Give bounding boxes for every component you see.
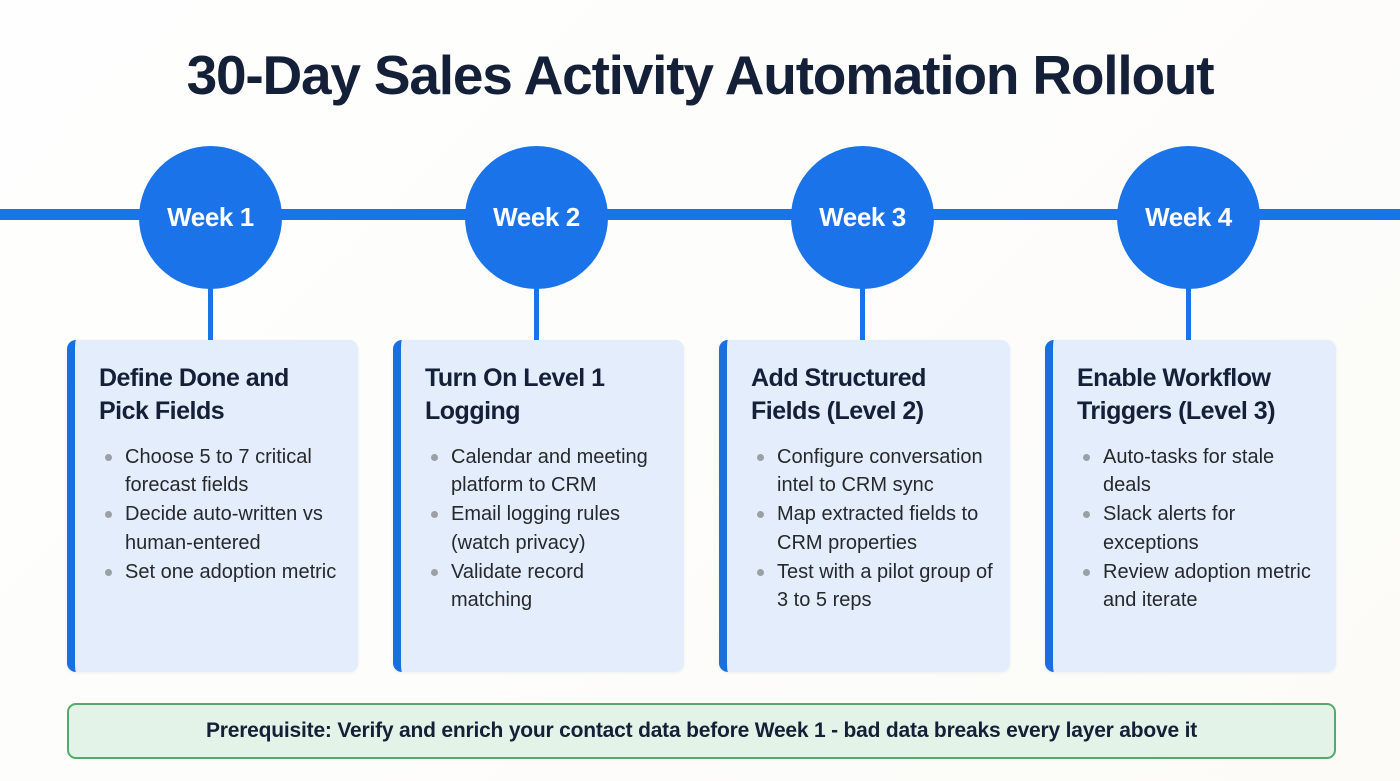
timeline-node-label: Week 3 — [819, 202, 906, 232]
list-item-label: Calendar and meeting platform to CRM — [451, 445, 648, 496]
week-card-bullet-list: Choose 5 to 7 critical forecast fields D… — [99, 443, 342, 587]
list-item-label: Set one adoption metric — [125, 561, 337, 584]
bullet-dot-icon — [431, 453, 438, 461]
bullet-dot-icon — [431, 569, 438, 577]
bullet-dot-icon — [757, 569, 764, 577]
list-item: Configure conversation intel to CRM sync — [751, 443, 994, 500]
timeline-node-week-4[interactable]: Week 4 — [1117, 146, 1260, 289]
week-card-3[interactable]: Add Structured Fields (Level 2) Configur… — [719, 340, 1010, 672]
week-card-title: Define Done and Pick Fields — [99, 364, 289, 426]
list-item: Validate record matching — [425, 558, 668, 615]
list-item-label: Choose 5 to 7 critical forecast fields — [125, 445, 312, 496]
timeline-node-week-3[interactable]: Week 3 — [791, 146, 934, 289]
list-item: Set one adoption metric — [99, 558, 342, 586]
timeline-node-label: Week 4 — [1145, 202, 1232, 232]
bullet-dot-icon — [1083, 569, 1090, 577]
week-card-2[interactable]: Turn On Level 1 Logging Calendar and mee… — [393, 340, 684, 672]
list-item: Slack alerts for exceptions — [1077, 500, 1320, 557]
page-title: 30-Day Sales Activity Automation Rollout — [186, 44, 1215, 106]
week-card-title: Turn On Level 1 Logging — [425, 364, 605, 426]
list-item-label: Email logging rules (watch privacy) — [451, 503, 620, 554]
bullet-dot-icon — [105, 511, 112, 519]
connector-stem-week-4 — [1186, 286, 1191, 342]
list-item-label: Decide auto-written vs human-entered — [125, 503, 323, 554]
list-item: Auto-tasks for stale deals — [1077, 443, 1320, 500]
list-item: Calendar and meeting platform to CRM — [425, 443, 668, 500]
connector-stem-week-3 — [860, 286, 865, 342]
list-item-label: Slack alerts for exceptions — [1103, 503, 1236, 554]
timeline-node-label: Week 1 — [167, 202, 254, 232]
bullet-dot-icon — [1083, 511, 1090, 519]
timeline-rail — [0, 209, 1400, 220]
prerequisite-text: Prerequisite: Verify and enrich your con… — [205, 719, 1198, 742]
week-card-1[interactable]: Define Done and Pick Fields Choose 5 to … — [67, 340, 358, 672]
list-item-label: Test with a pilot group of 3 to 5 reps — [777, 561, 993, 612]
bullet-dot-icon — [105, 569, 112, 577]
bullet-dot-icon — [1083, 453, 1090, 461]
week-card-title: Enable Workflow Triggers (Level 3) — [1077, 364, 1276, 426]
week-card-bullet-list: Auto-tasks for stale deals Slack alerts … — [1077, 443, 1320, 615]
timeline-node-week-2[interactable]: Week 2 — [465, 146, 608, 289]
timeline-node-label: Week 2 — [493, 202, 580, 232]
list-item: Test with a pilot group of 3 to 5 reps — [751, 558, 994, 615]
prerequisite-banner: Prerequisite: Verify and enrich your con… — [67, 703, 1336, 759]
list-item: Choose 5 to 7 critical forecast fields — [99, 443, 342, 500]
timeline-node-week-1[interactable]: Week 1 — [139, 146, 282, 289]
list-item-label: Map extracted fields to CRM properties — [777, 503, 979, 554]
week-card-bullet-list: Configure conversation intel to CRM sync… — [751, 443, 994, 615]
bullet-dot-icon — [757, 453, 764, 461]
list-item: Email logging rules (watch privacy) — [425, 500, 668, 557]
list-item: Review adoption metric and iterate — [1077, 558, 1320, 615]
bullet-dot-icon — [105, 453, 112, 461]
week-card-4[interactable]: Enable Workflow Triggers (Level 3) Auto-… — [1045, 340, 1336, 672]
list-item-label: Review adoption metric and iterate — [1103, 561, 1311, 612]
list-item-label: Validate record matching — [451, 561, 585, 612]
bullet-dot-icon — [757, 511, 764, 519]
list-item: Map extracted fields to CRM properties — [751, 500, 994, 557]
connector-stem-week-1 — [208, 286, 213, 342]
list-item-label: Configure conversation intel to CRM sync — [777, 445, 983, 496]
bullet-dot-icon — [431, 511, 438, 519]
list-item: Decide auto-written vs human-entered — [99, 500, 342, 557]
week-card-bullet-list: Calendar and meeting platform to CRM Ema… — [425, 443, 668, 615]
list-item-label: Auto-tasks for stale deals — [1103, 445, 1275, 496]
connector-stem-week-2 — [534, 286, 539, 342]
week-card-title: Add Structured Fields (Level 2) — [751, 364, 926, 426]
